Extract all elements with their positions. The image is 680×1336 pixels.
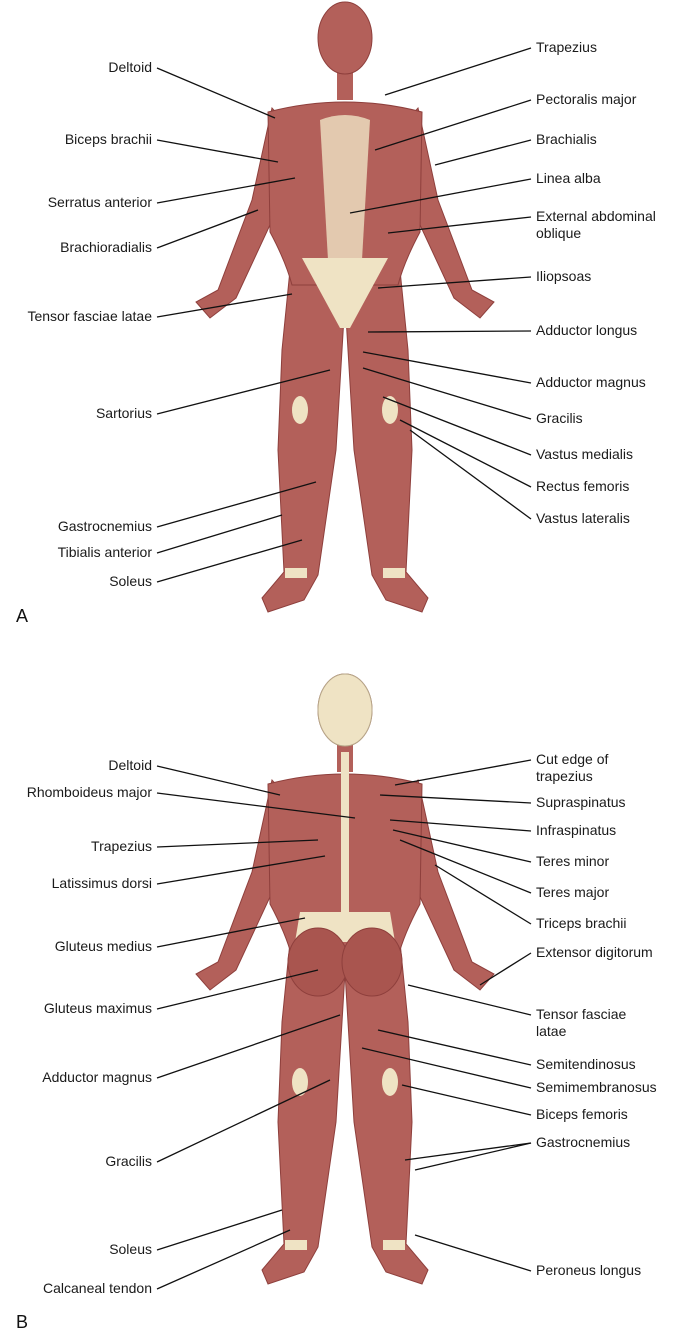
leader-line <box>409 429 532 520</box>
label-deltoid: Deltoid <box>108 757 152 773</box>
leader-line <box>156 917 306 948</box>
leader-line <box>399 839 532 894</box>
label-gracilis: Gracilis <box>105 1153 152 1169</box>
leader-line <box>156 839 319 848</box>
leader-line <box>156 765 281 796</box>
label-biceps-femoris: Biceps femoris <box>536 1106 628 1122</box>
label-serratus-anterior: Serratus anterior <box>47 194 152 210</box>
label-adductor-longus: Adductor longus <box>536 322 638 338</box>
label-gastrocnemius: Gastrocnemius <box>57 518 152 534</box>
label-rectus-femoris: Rectus femoris <box>536 478 630 494</box>
leader-line <box>389 819 532 832</box>
label-brachialis: Brachialis <box>536 131 597 147</box>
label-tibialis-anterior: Tibialis anterior <box>57 544 152 560</box>
leader-line <box>367 330 532 333</box>
leader-line <box>156 293 293 318</box>
label-extensor-digitorum: Extensor digitorum <box>536 944 653 960</box>
leader-line <box>434 864 532 925</box>
figure-a-front-view <box>195 1 495 613</box>
label-peroneus-longus: Peroneus longus <box>536 1262 642 1278</box>
leader-line <box>414 1142 532 1171</box>
label-soleus: Soleus <box>109 1241 152 1257</box>
label-linea-alba: Linea alba <box>536 170 601 186</box>
panel-label-a: A <box>16 606 29 626</box>
label-latissimus-dorsi: Latissimus dorsi <box>51 875 152 891</box>
leader-line <box>361 1047 532 1089</box>
leader-line <box>156 481 317 528</box>
label-infraspinatus: Infraspinatus <box>536 822 617 838</box>
label-vastus-medialis: Vastus medialis <box>536 446 634 462</box>
leader-line <box>407 984 532 1016</box>
label-gastrocnemius: Gastrocnemius <box>536 1134 631 1150</box>
leader-line <box>156 177 296 204</box>
leader-line <box>156 969 319 1010</box>
label-pectoralis-major: Pectoralis major <box>536 91 637 107</box>
leader-line <box>382 396 532 456</box>
leader-line <box>404 1142 532 1161</box>
leader-line <box>394 759 532 786</box>
label-gluteus-medius: Gluteus medius <box>54 938 152 954</box>
label-triceps-brachii: Triceps brachii <box>536 915 627 931</box>
leader-line <box>156 1229 291 1290</box>
label-brachioradialis: Brachioradialis <box>60 239 152 255</box>
leader-line <box>392 829 532 863</box>
leader-line <box>156 539 303 583</box>
leader-line <box>434 139 532 166</box>
label-trapezius: Trapezius <box>536 39 597 55</box>
figure-b-back-view <box>195 673 495 1285</box>
label-biceps-brachii: Biceps brachii <box>64 131 152 147</box>
leader-line <box>384 47 532 96</box>
label-tensor-fasciae-latae: Tensor fasciae latae <box>27 308 152 324</box>
panel-label-b: B <box>16 1312 29 1332</box>
label-deltoid: Deltoid <box>108 59 152 75</box>
leader-line <box>156 514 283 554</box>
label-teres-minor: Teres minor <box>536 853 610 869</box>
leader-line <box>362 367 532 420</box>
leader-line <box>156 1079 331 1163</box>
label-semitendinosus: Semitendinosus <box>536 1056 636 1072</box>
leader-line <box>156 1014 341 1079</box>
leader-line <box>379 794 532 804</box>
label-vastus-lateralis: Vastus lateralis <box>536 510 630 526</box>
label-supraspinatus: Supraspinatus <box>536 794 626 810</box>
leader-line <box>414 1234 532 1272</box>
label-iliopsoas: Iliopsoas <box>536 268 592 284</box>
leader-line <box>377 1029 532 1066</box>
leader-line <box>349 178 532 214</box>
label-adductor-magnus: Adductor magnus <box>42 1069 152 1085</box>
leader-line <box>156 209 259 249</box>
label-semimembranosus: Semimembranosus <box>536 1079 657 1095</box>
label-teres-major: Teres major <box>536 884 610 900</box>
leader-line <box>156 1209 283 1251</box>
label-adductor-magnus: Adductor magnus <box>536 374 646 390</box>
leader-line <box>156 67 276 119</box>
leader-line <box>156 792 356 819</box>
leader-line <box>156 369 331 415</box>
leader-line <box>156 855 326 885</box>
label-sartorius: Sartorius <box>95 405 152 421</box>
leader-lines <box>156 47 532 1290</box>
label-calcaneal-tendon: Calcaneal tendon <box>43 1280 152 1296</box>
leader-line <box>387 216 532 234</box>
leader-line <box>377 276 532 289</box>
label-trapezius: Trapezius <box>91 838 152 854</box>
leader-line <box>479 952 532 986</box>
label-gluteus-maximus: Gluteus maximus <box>43 1000 152 1016</box>
label-rhomboideus-major: Rhomboideus major <box>26 784 152 800</box>
leader-line <box>156 139 279 163</box>
leader-line <box>401 1084 532 1116</box>
leader-line <box>374 99 532 151</box>
label-gracilis: Gracilis <box>536 410 583 426</box>
leader-line <box>362 351 532 384</box>
leader-line <box>399 419 532 488</box>
label-soleus: Soleus <box>109 573 152 589</box>
